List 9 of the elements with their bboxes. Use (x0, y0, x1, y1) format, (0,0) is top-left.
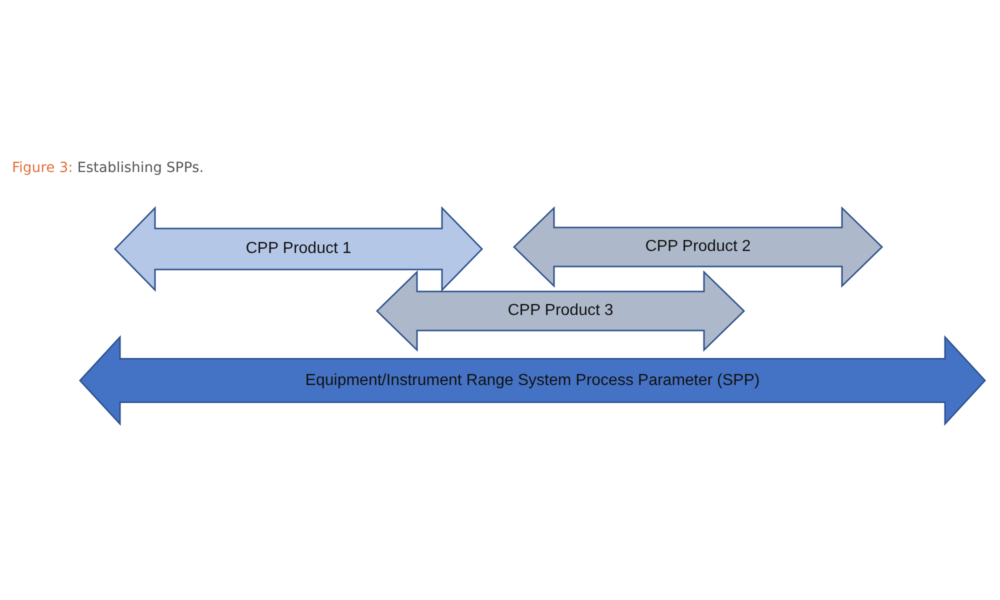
double-arrow-shape (80, 337, 985, 424)
arrow-label: CPP Product 1 (246, 240, 352, 258)
arrow-label: CPP Product 2 (645, 238, 751, 256)
double-arrow-shape (514, 208, 882, 286)
double-arrow-shape (377, 272, 744, 350)
arrow-label: Equipment/Instrument Range System Process Parameter (SPP) (305, 372, 760, 390)
arrow-label: CPP Product 3 (508, 302, 614, 320)
double-arrow-shape (115, 208, 482, 290)
figure-title: Figure 3: Establishing SPPs. (12, 160, 204, 176)
